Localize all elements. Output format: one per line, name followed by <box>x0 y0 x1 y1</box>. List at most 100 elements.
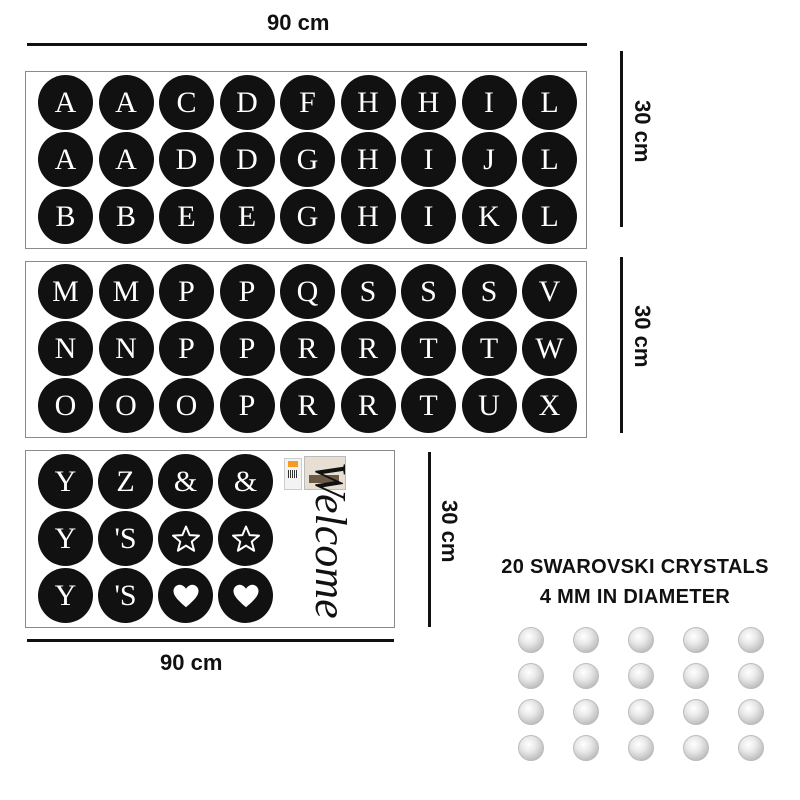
letter-sticker: Y <box>38 568 93 623</box>
crystal <box>628 735 654 761</box>
letter-sticker: A <box>98 75 154 130</box>
letter-sticker: X <box>522 378 577 433</box>
sheet1-height-line <box>620 51 623 227</box>
crystals-title-line2: 4 MM IN DIAMETER <box>539 586 731 608</box>
sheet2-height-label: 30 cm <box>630 305 655 368</box>
letter-sticker: T <box>401 378 456 433</box>
product-tag <box>284 458 302 490</box>
letter-sticker: P <box>219 321 275 376</box>
crystal <box>518 627 544 653</box>
letter-sticker: S <box>340 264 396 319</box>
letter-sticker: G <box>280 189 335 244</box>
crystal <box>628 627 654 653</box>
letter-sticker: D <box>219 75 275 130</box>
letter-sticker: K <box>461 189 517 244</box>
letter-sticker: H <box>401 75 456 130</box>
bottom-width-label: 90 cm <box>160 650 223 675</box>
letter-sticker: B <box>98 189 154 244</box>
letter-sticker: P <box>219 378 275 433</box>
letter-sticker: H <box>340 132 396 187</box>
sheet2-height-line <box>620 257 623 433</box>
letter-sticker: P <box>219 264 275 319</box>
crystal <box>518 699 544 725</box>
letter-sticker: B <box>38 189 93 244</box>
star-icon <box>158 511 213 566</box>
welcome-decal: Welcome <box>282 456 392 624</box>
letter-sticker: A <box>38 132 93 187</box>
sheet3-height-label: 30 cm <box>437 500 462 563</box>
welcome-text: Welcome <box>306 461 355 619</box>
letter-sticker: O <box>159 378 214 433</box>
letter-sticker: S <box>461 264 517 319</box>
sheet3-height-line <box>428 452 431 627</box>
letter-sticker: 'S <box>98 568 153 623</box>
letter-sticker: T <box>461 321 517 376</box>
crystal <box>683 627 709 653</box>
letter-sticker: P <box>159 321 214 376</box>
heart-icon <box>218 568 273 623</box>
letter-sticker: F <box>280 75 335 130</box>
crystal <box>628 663 654 689</box>
crystal <box>683 699 709 725</box>
letter-sticker: M <box>98 264 154 319</box>
letter-sticker: S <box>401 264 456 319</box>
letter-sticker: A <box>38 75 93 130</box>
letter-sticker: Y <box>38 511 93 566</box>
letter-sticker: R <box>280 378 335 433</box>
letter-sticker: & <box>158 454 213 509</box>
bottom-width-line <box>27 639 394 642</box>
letter-sticker: L <box>522 75 577 130</box>
letter-sticker: A <box>98 132 154 187</box>
letter-sticker: I <box>461 75 517 130</box>
crystal <box>738 699 764 725</box>
letter-sticker: C <box>159 75 214 130</box>
top-width-label: 90 cm <box>267 10 330 35</box>
heart-icon <box>158 568 213 623</box>
letter-sticker: Z <box>98 454 153 509</box>
letter-sticker: M <box>38 264 93 319</box>
crystal <box>628 699 654 725</box>
letter-sticker: D <box>159 132 214 187</box>
crystal <box>518 735 544 761</box>
letter-sticker: J <box>461 132 517 187</box>
crystal <box>518 663 544 689</box>
letter-sticker: & <box>218 454 273 509</box>
crystal <box>573 699 599 725</box>
crystal <box>573 663 599 689</box>
letter-sticker: Q <box>280 264 335 319</box>
letter-sticker: L <box>522 189 577 244</box>
letter-sticker: R <box>280 321 335 376</box>
letter-sticker: D <box>219 132 275 187</box>
crystal <box>683 735 709 761</box>
letter-sticker: R <box>340 321 396 376</box>
letter-sticker: E <box>219 189 275 244</box>
letter-sticker: N <box>98 321 154 376</box>
letter-sticker: V <box>522 264 577 319</box>
crystal <box>738 663 764 689</box>
letter-sticker: H <box>340 189 396 244</box>
letter-sticker: O <box>98 378 154 433</box>
letter-sticker: Y <box>38 454 93 509</box>
star-icon <box>218 511 273 566</box>
letter-sticker: P <box>159 264 214 319</box>
letter-sticker: E <box>159 189 214 244</box>
letter-sticker: G <box>280 132 335 187</box>
letter-sticker: O <box>38 378 93 433</box>
letter-sticker: T <box>401 321 456 376</box>
letter-sticker: L <box>522 132 577 187</box>
letter-sticker: U <box>461 378 517 433</box>
letter-sticker: W <box>522 321 577 376</box>
crystals-title-line1: 20 SWAROVSKI CRYSTALS <box>501 556 769 578</box>
letter-sticker: I <box>401 132 456 187</box>
letter-sticker: R <box>340 378 396 433</box>
top-width-line <box>27 43 587 46</box>
crystal <box>573 735 599 761</box>
sheet1-height-label: 30 cm <box>630 100 655 163</box>
letter-sticker: H <box>340 75 396 130</box>
crystal-grid <box>514 627 768 761</box>
